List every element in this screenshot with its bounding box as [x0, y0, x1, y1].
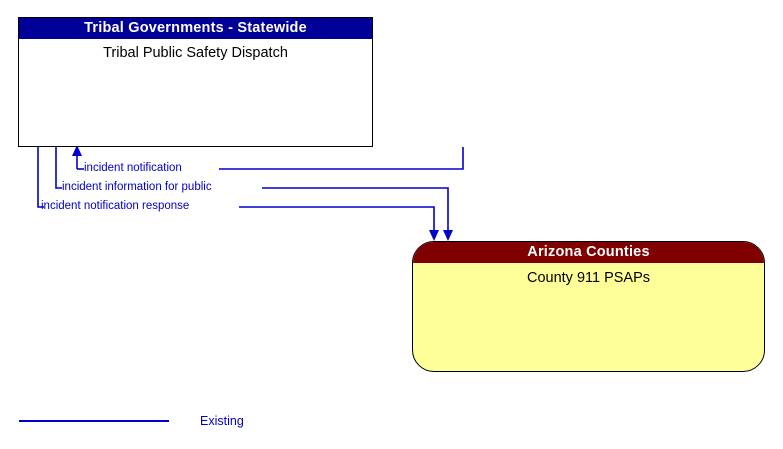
flow-line-incident-notification-response[interactable] [37, 147, 439, 241]
element-box-county-911-psaps[interactable]: Arizona Counties County 911 PSAPs [412, 241, 765, 372]
element-box-tribal-public-safety-dispatch[interactable]: Tribal Governments - Statewide Tribal Pu… [18, 17, 373, 147]
flow-line-incident-notification[interactable] [72, 145, 464, 170]
flow-label-incident-notification-response[interactable]: incident notification response [41, 200, 190, 212]
arrowhead-up-icon [72, 145, 82, 156]
flow-label-incident-notification[interactable]: incident notification [84, 162, 182, 174]
arrowhead-down-icon [429, 230, 439, 241]
flow-line-incident-information-for-public[interactable] [55, 147, 453, 241]
element-stakeholder-label: Arizona Counties [413, 242, 764, 263]
element-name-label: County 911 PSAPs [526, 270, 651, 286]
arrowhead-down-icon [443, 230, 453, 241]
element-stakeholder-label: Tribal Governments - Statewide [19, 18, 372, 39]
legend-label: Existing [200, 414, 244, 428]
element-name-label: Tribal Public Safety Dispatch [103, 45, 288, 61]
legend-line-swatch [19, 420, 169, 422]
legend-item-existing: Existing [19, 414, 244, 428]
flow-label-incident-information-for-public[interactable]: incident information for public [62, 181, 212, 193]
